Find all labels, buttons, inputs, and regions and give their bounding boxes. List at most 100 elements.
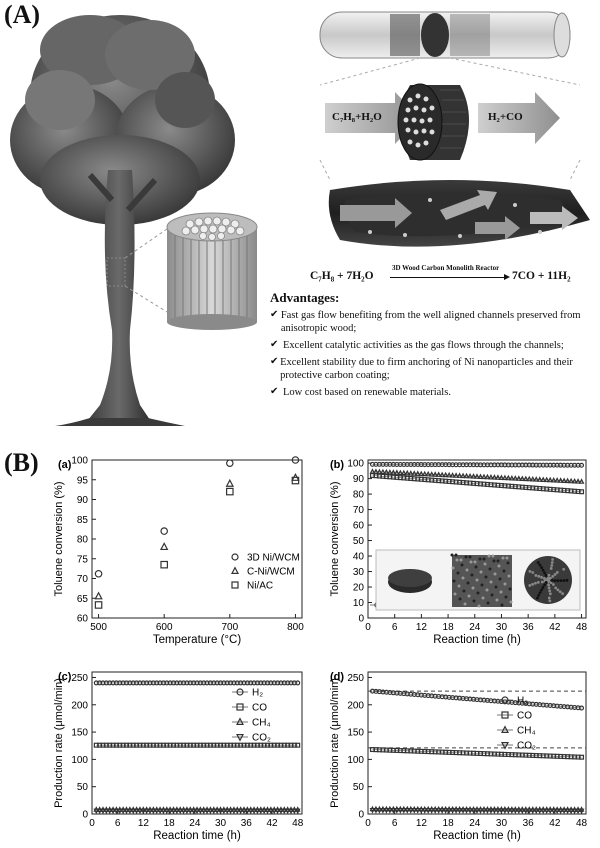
data-point [376, 468, 383, 475]
granule [547, 573, 551, 577]
data-point [137, 808, 143, 815]
granule [486, 601, 490, 605]
y-tick-label: 200 [347, 700, 364, 711]
granule [555, 571, 559, 574]
data-point [418, 470, 425, 477]
advantage-item: ✔Low cost based on renewable materials. [270, 386, 595, 399]
granule [535, 596, 539, 600]
data-point [278, 808, 284, 815]
data-point [103, 808, 110, 815]
granule [543, 571, 546, 575]
granule [549, 581, 553, 585]
data-point [94, 601, 103, 609]
granule [470, 573, 474, 577]
data-point [564, 808, 571, 815]
granule [553, 573, 557, 576]
data-point [271, 808, 278, 815]
series-0 [369, 461, 585, 468]
legend-entry: CH₄ [232, 717, 271, 729]
granule [551, 574, 555, 578]
y-axis-label: Production rate (μmol/min) [329, 678, 341, 808]
data-point [456, 808, 463, 814]
data-point [526, 808, 533, 814]
granule [506, 561, 510, 565]
data-point [442, 471, 449, 478]
x-tick-label: 42 [266, 818, 278, 829]
data-point [536, 808, 543, 814]
legend-entry: CO₂ [497, 741, 536, 752]
x-tick-label: 36 [241, 818, 253, 829]
granule [473, 560, 477, 564]
x-tick-label: 42 [549, 818, 561, 829]
series-line [372, 809, 582, 812]
data-point [467, 472, 473, 479]
data-point [536, 476, 543, 482]
granule [548, 589, 552, 593]
chart-panel-label: (c) [58, 671, 72, 683]
granule [468, 555, 472, 559]
data-point [194, 808, 200, 815]
granule [455, 558, 459, 562]
data-point [575, 808, 581, 815]
granule [562, 579, 566, 582]
data-point [224, 808, 231, 815]
x-tick-label: 0 [365, 818, 371, 829]
data-point [187, 808, 194, 815]
granule [478, 557, 482, 561]
chart-panel-label: (d) [330, 671, 344, 683]
granule [541, 568, 545, 572]
data-point [116, 808, 123, 815]
data-point [578, 478, 585, 484]
y-tick-label: 100 [347, 755, 364, 766]
data-point [254, 808, 261, 815]
granule [471, 586, 475, 590]
granule [475, 578, 479, 582]
data-point [428, 471, 435, 477]
data-point [418, 808, 425, 814]
granule [536, 580, 540, 584]
y-tick-label: 250 [347, 673, 364, 684]
legend-marker [501, 711, 509, 719]
granule [556, 588, 560, 592]
data-point [550, 808, 557, 815]
plot-frame [367, 459, 587, 619]
y-tick-label: 50 [353, 782, 365, 793]
data-point [435, 808, 442, 814]
data-point [488, 473, 494, 480]
data-point [484, 473, 491, 480]
data-point [435, 471, 442, 477]
data-point [411, 808, 418, 814]
check-icon: ✔ [270, 356, 279, 367]
data-point [470, 808, 477, 814]
advantages-box: Advantages: ✔Fast gas flow benefiting fr… [270, 290, 595, 403]
y-tick-label: 10 [353, 598, 365, 609]
series-2 [369, 472, 585, 495]
granule [459, 558, 463, 562]
y-tick-label: 80 [353, 490, 365, 501]
data-point [470, 473, 477, 479]
data-point [446, 808, 453, 814]
data-point [288, 808, 294, 815]
data-point [529, 475, 536, 482]
x-tick-label: 0 [365, 622, 371, 633]
x-tick-label: 800 [287, 622, 304, 633]
x-axis-label: Reaction time (h) [433, 634, 521, 646]
x-tick-label: 36 [523, 622, 535, 633]
data-point [177, 808, 184, 815]
data-point [453, 472, 459, 478]
data-point [498, 474, 505, 480]
granule [561, 592, 565, 596]
data-point [575, 478, 581, 484]
data-point [400, 808, 407, 814]
glass-tube-reactor [319, 11, 571, 59]
data-point [564, 477, 571, 484]
series-line [372, 471, 582, 482]
data-point [130, 808, 137, 815]
wood-monolith-cylinder [166, 212, 258, 330]
data-point [393, 808, 400, 814]
granule [505, 556, 509, 560]
granule [554, 586, 558, 590]
granule [528, 584, 532, 587]
data-point [526, 475, 533, 482]
